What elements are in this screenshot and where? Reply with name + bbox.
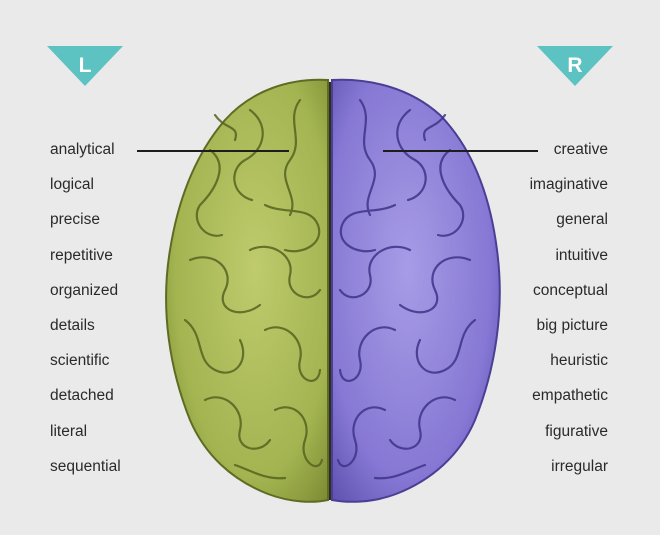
right-trait: imaginative	[529, 176, 608, 194]
left-trait: literal	[50, 422, 88, 440]
left-marker-letter: L	[78, 54, 92, 77]
right-marker-letter: R	[567, 54, 583, 77]
right-trait: heuristic	[550, 352, 608, 370]
left-trait-list: analytical logical precise repetitive or…	[50, 140, 121, 492]
right-trait: empathetic	[532, 387, 608, 405]
right-trait: figurative	[545, 422, 608, 440]
right-trait: conceptual	[533, 281, 608, 299]
left-trait: organized	[50, 281, 119, 299]
left-trait: logical	[50, 176, 94, 194]
left-hemisphere-folds	[183, 98, 324, 480]
left-trait: analytical	[50, 141, 115, 158]
left-triangle-icon	[47, 46, 123, 86]
left-trait: precise	[50, 211, 100, 229]
right-trait: general	[556, 211, 608, 229]
right-hemisphere	[331, 78, 501, 503]
right-trait: big picture	[536, 316, 608, 334]
right-leader-line	[383, 150, 538, 152]
left-trait: scientific	[50, 352, 110, 370]
right-trait: intuitive	[555, 246, 608, 264]
right-trait: creative	[553, 141, 608, 158]
left-hemisphere	[165, 78, 329, 503]
left-trait: detached	[50, 387, 114, 405]
left-hemisphere-marker: L	[47, 46, 123, 86]
left-trait: sequential	[50, 457, 121, 475]
right-trait: irregular	[551, 457, 608, 475]
left-trait: details	[50, 316, 95, 334]
left-trait: repetitive	[50, 246, 113, 264]
right-hemisphere-folds	[336, 98, 477, 480]
right-hemisphere-marker: R	[537, 46, 613, 86]
right-trait-list: creative imaginative general intuitive c…	[530, 140, 608, 492]
left-leader-line	[137, 150, 289, 152]
right-triangle-icon	[537, 46, 613, 86]
